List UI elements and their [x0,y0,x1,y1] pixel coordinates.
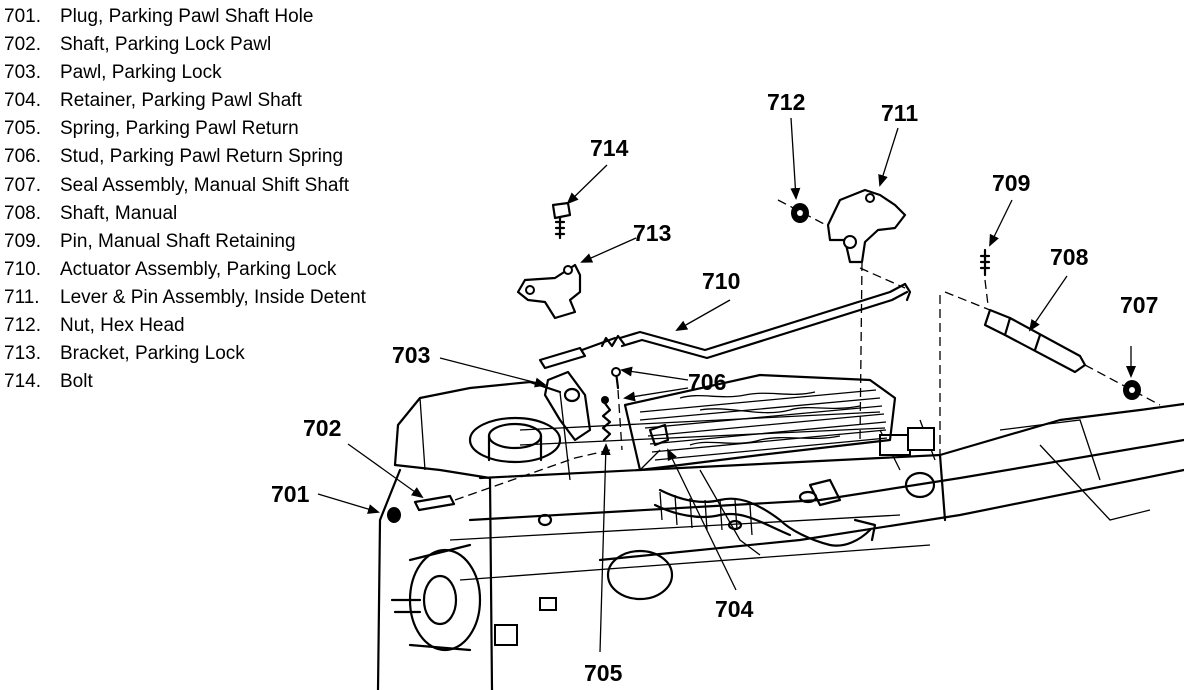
legend-label: Seal Assembly, Manual Shift Shaft [60,174,350,196]
callout-709: 709 [992,170,1030,196]
legend-label: Plug, Parking Pawl Shaft Hole [60,6,314,27]
part-704-retainer [648,423,670,447]
legend-number: 710. [4,258,41,280]
part-712-nut [777,199,829,227]
legend-number: 701. [4,6,41,27]
legend-item-704: 704. Retainer, Parking Pawl Shaft [4,87,366,115]
legend-label: Shaft, Manual [60,202,178,224]
legend-item-711: 711. Lever & Pin Assembly, Inside Detent [4,284,366,312]
callout-701: 701 [271,481,310,507]
callout-703: 703 [392,342,430,368]
legend-number: 713. [4,343,41,365]
callout-710: 710 [702,268,740,294]
legend-label: Bracket, Parking Lock [60,343,245,365]
transmission-case [376,380,1184,690]
legend-item-701: 701. Plug, Parking Pawl Shaft Hole [4,3,366,31]
legend-label: Pin, Manual Shaft Retaining [60,230,296,252]
legend-item-705: 705. Spring, Parking Pawl Return [4,115,366,143]
legend-number: 703. [4,62,41,84]
leader-lines [317,117,1136,653]
parts-legend: 701. Plug, Parking Pawl Shaft Hole 702. Sh… [4,3,366,396]
callout-712: 712 [767,89,805,115]
callout-707: 707 [1120,292,1158,318]
legend-label: Spring, Parking Pawl Return [60,118,299,140]
legend-item-706: 706. Stud, Parking Pawl Return Spring [4,143,366,171]
legend-label: Shaft, Parking Lock Pawl [60,34,272,56]
legend-item-709: 709. Pin, Manual Shaft Retaining [4,228,366,256]
legend-item-707: 707. Seal Assembly, Manual Shift Shaft [4,172,366,200]
callout-705: 705 [584,660,623,686]
legend-label: Bolt [60,371,93,393]
legend-item-713: 713. Bracket, Parking Lock [4,340,366,368]
callout-708: 708 [1050,244,1089,270]
part-713-bracket [516,263,582,320]
callout-711: 711 [881,100,918,126]
valve-body [623,373,897,556]
callout-713: 713 [633,220,671,246]
part-701-plug [387,507,401,523]
legend-item-702: 702. Shaft, Parking Lock Pawl [4,31,366,59]
legend-number: 706. [4,146,41,168]
callout-704: 704 [715,596,754,622]
legend-item-703: 703. Pawl, Parking Lock [4,59,366,87]
legend-number: 712. [4,315,41,337]
part-706-stud [611,367,623,451]
legend-item-708: 708. Shaft, Manual [4,200,366,228]
legend-number: 708. [4,202,41,224]
legend-label: Actuator Assembly, Parking Lock [60,258,337,280]
legend-number: 709. [4,230,41,252]
legend-label: Pawl, Parking Lock [60,62,222,84]
part-708-manual-shaft [939,291,1161,460]
part-709-pin [979,248,991,306]
legend-label: Lever & Pin Assembly, Inside Detent [60,286,366,308]
part-705-spring [601,396,612,442]
legend-number: 704. [4,90,41,112]
legend-number: 711. [4,286,40,308]
part-702-shaft [413,449,611,512]
legend-label: Nut, Hex Head [60,315,185,337]
legend-item-710: 710. Actuator Assembly, Parking Lock [4,256,366,284]
legend-item-712: 712. Nut, Hex Head [4,312,366,340]
legend-number: 707. [4,174,41,196]
legend-number: 714. [4,371,41,393]
legend-number: 705. [4,118,41,140]
part-714-bolt [551,201,572,240]
legend-number: 702. [4,34,41,56]
part-711-detent-lever [826,188,907,441]
part-707-seal [1123,380,1141,400]
callout-702: 702 [303,415,341,441]
callout-714: 714 [590,135,629,161]
part-703-pawl [543,370,592,442]
callout-706: 706 [688,369,726,395]
part-710-actuator [538,267,912,370]
legend-label: Stud, Parking Pawl Return Spring [60,146,344,168]
legend-item-714: 714. Bolt [4,368,366,396]
legend-label: Retainer, Parking Pawl Shaft [60,90,302,112]
